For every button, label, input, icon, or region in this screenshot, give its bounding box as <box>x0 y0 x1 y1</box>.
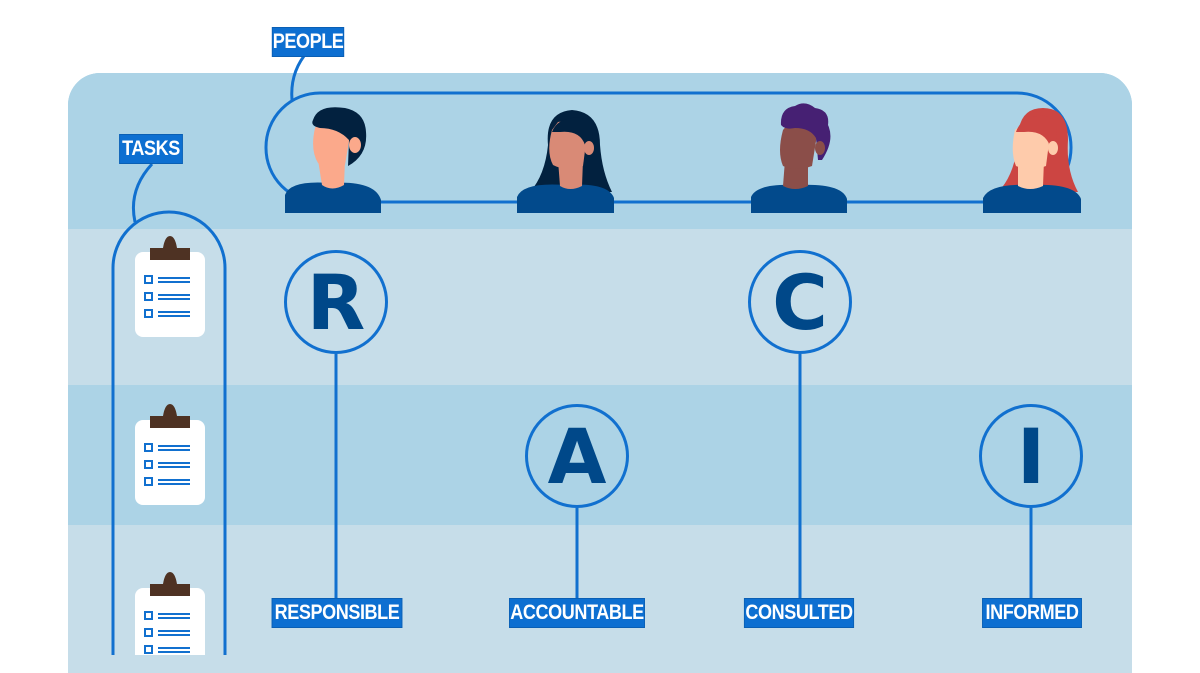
raci-diagram: R A C I PEOPLE TASKS RESPONSIBLE ACCOUNT… <box>68 27 1132 673</box>
role-circle-a: A <box>525 404 629 508</box>
task-3-clipboard-icon <box>135 572 205 655</box>
accountable-tag: ACCOUNTABLE <box>509 598 645 628</box>
role-circle-i: I <box>979 404 1083 508</box>
role-circle-r: R <box>284 250 388 354</box>
role-connector-lines <box>334 354 1033 598</box>
tasks-tag: TASKS <box>119 134 183 164</box>
people-tag: PEOPLE <box>271 27 345 57</box>
person-3-avatar <box>751 103 847 213</box>
task-2-clipboard-icon <box>135 404 205 505</box>
task-1-clipboard-icon <box>135 236 205 337</box>
people-group-outline <box>264 55 1073 204</box>
diagram-graphics <box>111 55 1081 655</box>
tasks-group-outline <box>111 162 227 655</box>
task-row-1-band <box>68 229 1132 385</box>
responsible-tag: RESPONSIBLE <box>271 598 403 628</box>
consulted-tag: CONSULTED <box>743 598 855 628</box>
informed-tag: INFORMED <box>982 598 1082 628</box>
role-circle-c: C <box>748 250 852 354</box>
person-1-avatar <box>285 107 381 213</box>
person-2-avatar <box>517 110 614 213</box>
person-4-avatar <box>983 108 1081 213</box>
